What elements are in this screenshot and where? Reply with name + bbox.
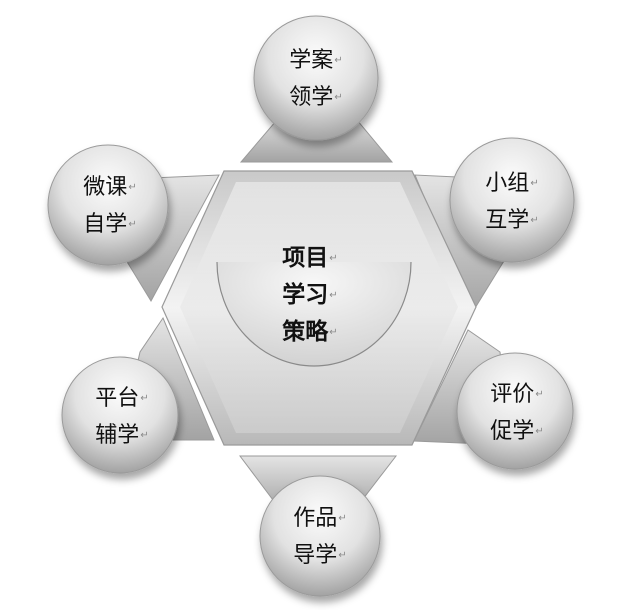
top-node-line-1: 学案↵ [289,48,343,73]
paragraph-mark-icon: ↵ [334,92,343,103]
paragraph-mark-icon: ↵ [329,253,338,264]
paragraph-mark-icon: ↵ [535,426,544,437]
paragraph-mark-icon: ↵ [338,513,347,524]
top-left-node-line-1: 微课↵ [83,175,137,200]
paragraph-mark-icon: ↵ [329,327,338,338]
paragraph-mark-icon: ↵ [338,550,347,561]
paragraph-mark-icon: ↵ [128,219,137,230]
paragraph-mark-icon: ↵ [128,182,137,193]
paragraph-mark-icon: ↵ [140,393,149,404]
center-label-line-2: 学习↵ [282,282,338,308]
center-label: 项目↵ 学习↵ 策略↵ [250,240,370,351]
paragraph-mark-icon: ↵ [329,290,338,301]
top-node-circle [253,15,379,141]
paragraph-mark-icon: ↵ [530,215,539,226]
bottom-right-node-line-1: 评价↵ [490,382,544,407]
bottom-left-node-line-1: 平台↵ [95,386,149,411]
center-inner-arc [216,261,412,367]
bottom-left-node-line-2: 辅学↵ [95,423,149,448]
bottom-left-node-circle [61,356,179,474]
top-left-node-circle [47,144,169,266]
paragraph-mark-icon: ↵ [530,178,539,189]
top-right-node-line-1: 小组↵ [485,171,539,196]
bottom-node-line-1: 作品↵ [293,506,347,531]
paragraph-mark-icon: ↵ [334,55,343,66]
top-right-node-label: 小组↵ 互学↵ [452,165,572,239]
bottom-node-label: 作品↵ 导学↵ [260,500,380,574]
bottom-right-node-circle [456,352,574,470]
bottom-right-node-line-2: 促学↵ [490,419,544,444]
bottom-left-node-label: 平台↵ 辅学↵ [62,380,182,454]
top-node-line-2: 领学↵ [289,85,343,110]
bottom-right-node-label: 评价↵ 促学↵ [457,376,577,450]
paragraph-mark-icon: ↵ [535,389,544,400]
top-right-node-line-2: 互学↵ [485,208,539,233]
top-left-node-label: 微课↵ 自学↵ [50,169,170,243]
center-label-line-3: 策略↵ [282,319,338,345]
bottom-node-circle [259,475,381,597]
top-right-node-circle [449,137,575,263]
paragraph-mark-icon: ↵ [140,430,149,441]
center-label-line-1: 项目↵ [282,245,338,271]
top-left-node-line-2: 自学↵ [83,212,137,237]
top-node-label: 学案↵ 领学↵ [256,42,376,116]
bottom-node-line-2: 导学↵ [293,543,347,568]
